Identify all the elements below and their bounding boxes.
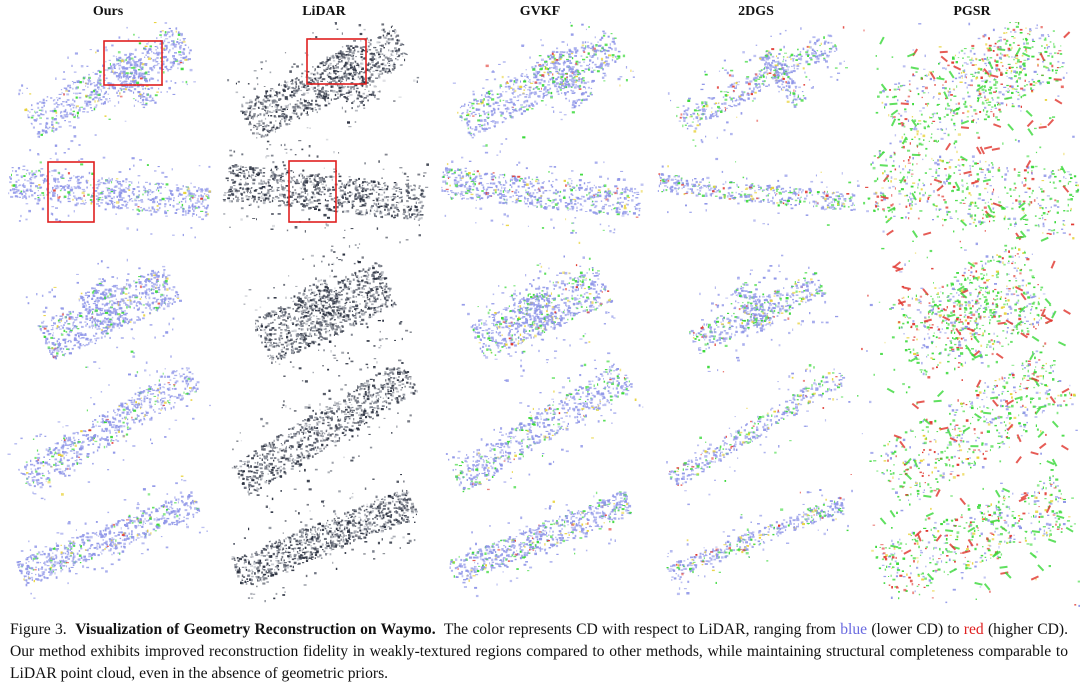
- thumbnail-2dgs-row-4: [666, 364, 851, 506]
- highlight-box-lidar-row-1: [306, 38, 367, 85]
- figure-caption: Figure 3. Visualization of Geometry Reco…: [10, 619, 1068, 685]
- thumbnail-2dgs-row-1: [667, 27, 848, 147]
- caption-red-word: red: [963, 621, 984, 638]
- thumbnail-pgsr-row-1: [842, 22, 1079, 249]
- thumbnail-pgsr-row-5: [850, 410, 1080, 607]
- thumbnail-lidar-row-2: [222, 144, 429, 244]
- thumbnail-gvkf-row-1: [452, 22, 635, 147]
- thumbnail-2dgs-row-5: [666, 489, 849, 596]
- column-headers: Ours LiDAR GVKF 2DGS PGSR: [0, 4, 1080, 22]
- thumbnail-ours-row-3: [25, 258, 182, 369]
- thumbnail-ours-row-1: [18, 22, 196, 160]
- caption-text-2: (lower CD) to: [871, 621, 960, 638]
- column-header-lidar: LiDAR: [302, 4, 346, 19]
- thumbnail-ours-row-4: [7, 355, 211, 501]
- thumbnail-2dgs-row-3: [689, 254, 839, 373]
- thumbnail-lidar-row-1: [227, 22, 420, 164]
- thumbnail-gvkf-row-5: [449, 491, 632, 598]
- thumbnail-pgsr-row-4: [835, 299, 1078, 591]
- highlight-box-lidar-row-2: [288, 160, 337, 223]
- column-header-pgsr: PGSR: [953, 4, 991, 19]
- thumbnail-lidar-row-5: [231, 474, 418, 603]
- column-header-gvkf: GVKF: [519, 4, 561, 19]
- thumbnail-pgsr-row-2: [866, 56, 1080, 328]
- thumbnail-ours-row-2: [8, 149, 212, 239]
- caption-title: Visualization of Geometry Reconstruction…: [75, 621, 436, 638]
- thumbnail-gvkf-row-4: [445, 352, 644, 493]
- thumbnail-lidar-row-4: [231, 345, 418, 513]
- caption-text-3: (higher CD). Our method exhibits improve…: [10, 621, 1069, 682]
- thumbnail-2dgs-row-2: [657, 157, 860, 226]
- thumbnail-gvkf-row-3: [461, 241, 616, 382]
- caption-text-1: The color represents CD with respect to …: [443, 621, 836, 638]
- highlight-box-ours-row-2: [47, 161, 95, 223]
- column-header-ours: Ours: [92, 4, 124, 19]
- reconstruction-grid: [7, 22, 1080, 607]
- highlight-box-ours-row-1: [103, 40, 163, 86]
- thumbnail-pgsr-row-3: [856, 139, 1071, 471]
- thumbnail-gvkf-row-2: [441, 150, 644, 234]
- column-header-2dgs: 2DGS: [738, 4, 774, 19]
- thumbnail-lidar-row-3: [243, 243, 412, 383]
- caption-label: Figure 3.: [10, 621, 67, 638]
- thumbnail-ours-row-5: [16, 475, 208, 599]
- caption-blue-word: blue: [840, 621, 868, 638]
